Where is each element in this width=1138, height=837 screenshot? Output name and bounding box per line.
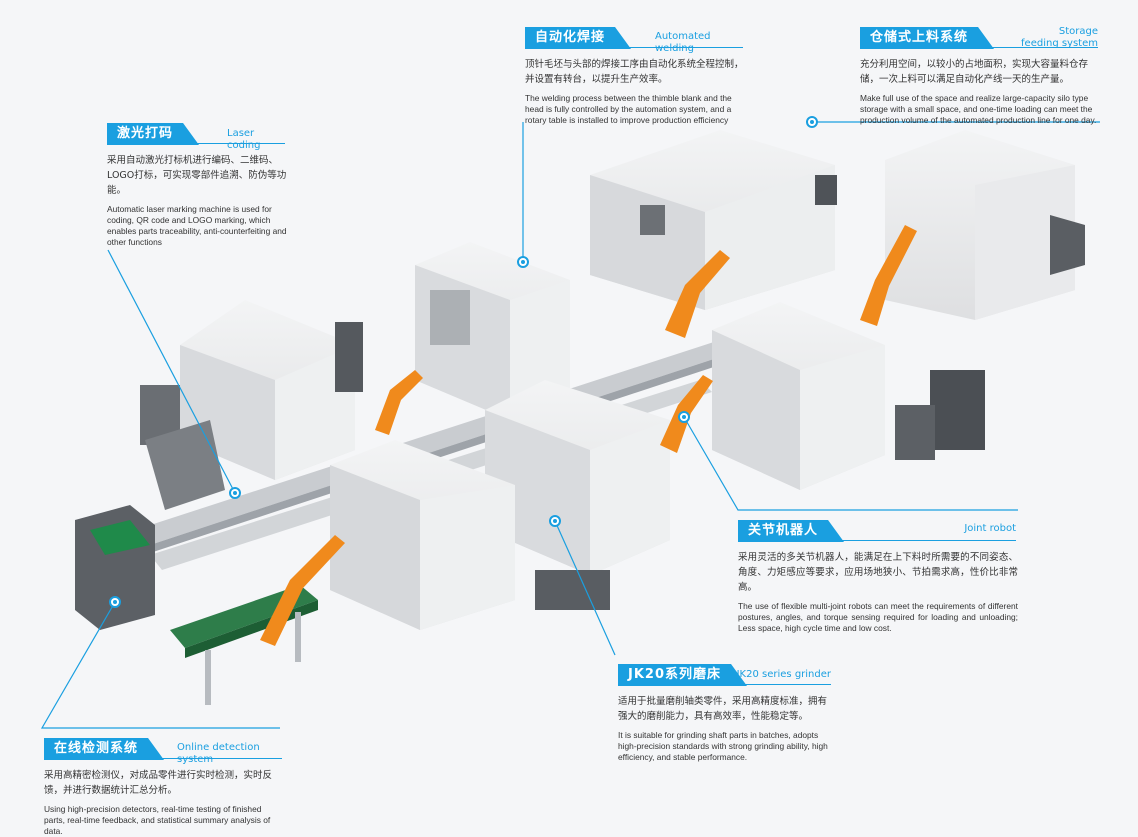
grinder-zh-desc: 适用于批量磨削轴类零件，采用高精度标准，拥有强大的磨削能力，具有高效率，性能稳定… xyxy=(618,696,828,722)
grinder-title-rule xyxy=(618,684,831,685)
laser-title-rule xyxy=(107,143,285,144)
hotspot-laser[interactable] xyxy=(229,487,241,499)
grinder-en-title: JK20 series grinder xyxy=(736,669,831,680)
storage-en-title-line1: Storage xyxy=(1058,26,1098,37)
laser-en-desc: Automatic laser marking machine is used … xyxy=(107,204,287,247)
callout-automated-welding: 自动化焊接 Automated welding 顶针毛坯与头部的焊接工序由自动化… xyxy=(525,26,745,126)
leader-online xyxy=(40,601,280,729)
welding-zh-title: 自动化焊接 xyxy=(525,27,631,49)
online-zh-desc: 采用高精密检测仪，对成品零件进行实时检测，实时反馈，并进行数据统计汇总分析。 xyxy=(44,770,273,796)
right-lathe xyxy=(712,302,985,490)
storage-title-rule xyxy=(860,47,1098,48)
hotspot-joint-robot[interactable] xyxy=(678,411,690,423)
detection-station xyxy=(75,505,155,630)
joint-zh-title: 关节机器人 xyxy=(738,520,844,542)
online-en-title: Online detection system xyxy=(177,742,260,765)
online-en-desc: Using high-precision detectors, real-tim… xyxy=(44,804,271,836)
welding-machine xyxy=(415,242,570,420)
joint-title-rule xyxy=(738,540,1016,541)
hotspot-grinder[interactable] xyxy=(549,515,561,527)
front-machine xyxy=(330,440,515,630)
storage-en-desc: Make full use of the space and realize l… xyxy=(860,93,1097,125)
welding-en-desc: The welding process between the thimble … xyxy=(525,93,732,125)
callout-laser-coding: 激光打码 Laser coding 采用自动激光打标机进行编码、二维码、LOGO… xyxy=(107,122,287,248)
hotspot-storage[interactable] xyxy=(806,116,818,128)
callout-joint-robot: 关节机器人 Joint robot 采用灵活的多关节机器人，能满足在上下料时所需… xyxy=(738,519,1018,634)
storage-zh-desc: 充分利用空间，以较小的占地面积，实现大容量料仓存储，一次上料可以满足自动化产线一… xyxy=(860,59,1089,85)
robot-arm xyxy=(260,225,917,646)
storage-zh-title: 仓储式上料系统 xyxy=(860,27,994,49)
joint-en-desc: The use of flexible multi-joint robots c… xyxy=(738,601,1018,633)
hotspot-welding[interactable] xyxy=(517,256,529,268)
welding-zh-desc: 顶针毛坯与头部的焊接工序由自动化系统全程控制，并设置有转台，以提升生产效率。 xyxy=(525,59,744,85)
grinder-zh-title: JK20系列磨床 xyxy=(618,664,747,686)
hotspot-online-detection[interactable] xyxy=(109,596,121,608)
callout-online-detection: 在线检测系统 Online detection system 采用高精密检测仪，… xyxy=(44,737,284,837)
storage-cabinet-right xyxy=(885,130,1085,320)
laser-zh-desc: 采用自动激光打标机进行编码、二维码、LOGO打标，可实现零部件追溯、防伪等功能。 xyxy=(107,155,287,196)
welding-title-rule xyxy=(525,47,743,48)
online-title-rule xyxy=(44,758,282,759)
leader-grinder xyxy=(554,520,616,656)
storage-cabinet xyxy=(590,130,837,310)
callout-jk20-grinder: JK20系列磨床 JK20 series grinder 适用于批量磨削轴类零件… xyxy=(618,663,833,763)
laser-marking-unit xyxy=(140,385,225,510)
output-conveyor xyxy=(170,585,318,705)
callout-storage-feeding: 仓储式上料系统 Storage feeding system 充分利用空间，以较… xyxy=(860,26,1100,126)
leader-joint xyxy=(683,416,1018,511)
laser-en-title: Laser coding xyxy=(227,128,261,151)
laser-zh-title: 激光打码 xyxy=(107,123,199,145)
leader-laser xyxy=(107,249,236,494)
storage-en-title-line2: feeding system xyxy=(1021,38,1098,49)
welding-en-title: Automated welding xyxy=(655,31,711,54)
grinder-en-desc: It is suitable for grinding shaft parts … xyxy=(618,730,828,762)
joint-en-title: Joint robot xyxy=(964,523,1016,534)
grinder-machine xyxy=(485,380,670,610)
joint-zh-desc: 采用灵活的多关节机器人，能满足在上下料时所需要的不同姿态、角度、力矩感应等要求，… xyxy=(738,552,1018,593)
online-zh-title: 在线检测系统 xyxy=(44,738,164,760)
storage-en-title: Storage feeding system xyxy=(1021,26,1098,50)
